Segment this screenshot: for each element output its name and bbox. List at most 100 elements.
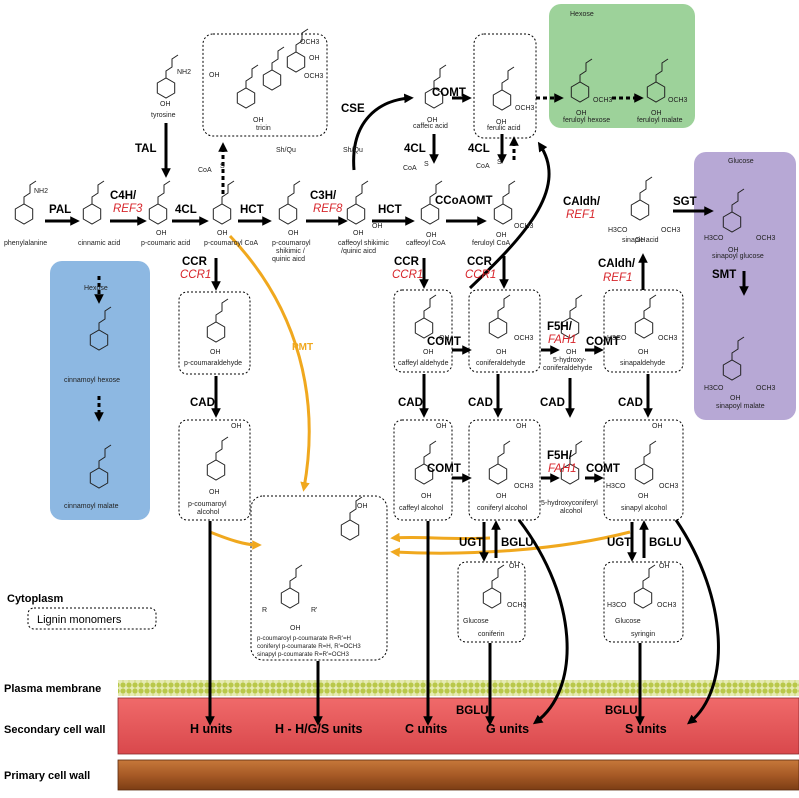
caffeyl-aldehyde-chain (423, 294, 437, 318)
enzyme-comt-d: COMT (427, 463, 461, 475)
label-sinapyl-alcohol: sinapyl alcohol (621, 505, 667, 512)
hydroxyconiferyl-alcohol-ring (560, 463, 580, 485)
sinapaldehyde-ring (634, 317, 654, 339)
atom-oh-ferulic: OH (496, 119, 507, 126)
label-hca-2: alcohol (560, 508, 583, 515)
label-caffeoyl-coa: caffeoyl CoA (406, 240, 446, 247)
atom-oh-cs2: OH (372, 223, 383, 230)
atom-oh-pcald: OH (210, 349, 221, 356)
atom-coa-3: CoA (476, 163, 490, 170)
label-sinapaldehyde: sinapaldehyde (620, 360, 665, 367)
atom-och3-sal: OCH3 (659, 483, 679, 490)
p-coumaric-acid-ring (148, 203, 168, 225)
label-feruloyl-hexose: feruloyl hexose (563, 117, 610, 124)
caffeoyl-coa-chain (429, 180, 443, 204)
tricin-box (202, 33, 328, 137)
atom-oh-cald2: OH (439, 335, 450, 342)
atom-oh-pcal-top: OH (231, 423, 242, 430)
atom-labels: NH2 NH2 OH OH OH CoA S Sh/Qu OH Sh/Qu OH… (34, 11, 776, 632)
label-hcald-1: 5-hydroxy- (553, 357, 587, 364)
label-syringin: syringin (631, 631, 655, 638)
enzyme-ccr-b: CCR (394, 256, 420, 268)
caffeic-acid-ring (424, 87, 444, 109)
enzyme-sgt: SGT (673, 196, 697, 208)
label-coniferin: coniferin (478, 631, 505, 638)
label-phenylalanine: phenylalanine (4, 240, 47, 247)
p-coumaroyl-coa-chain (221, 180, 235, 204)
enzyme-hct-a: HCT (240, 204, 264, 216)
atom-shqu-1: Sh/Qu (276, 147, 296, 154)
tyrosine-chain (165, 54, 179, 78)
sinapoyl-malate-chain (731, 336, 745, 360)
gene-fah1-a: FAH1 (548, 334, 577, 346)
label-hcald-2: coniferaldehyde (543, 365, 593, 372)
atom-shqu-2: Sh/Qu (343, 147, 363, 154)
atom-och3-conal: OCH3 (514, 483, 534, 490)
tricin-b-ring (262, 69, 282, 91)
ferulic-acid-box (473, 33, 537, 139)
label-coniferyl-alcohol: coniferyl alcohol (477, 505, 528, 512)
unit-g: G units (486, 722, 529, 736)
coniferaldehyde-chain (497, 294, 511, 318)
caffeyl-alcohol-box (393, 419, 453, 521)
enzyme-cad-c: CAD (468, 397, 493, 409)
label-feruloyl-coa: feruloyl CoA (472, 240, 510, 247)
pmt-arrow (228, 234, 311, 492)
enzyme-comt-c: COMT (586, 336, 620, 348)
conjugate-monolignol-chain (289, 564, 303, 588)
atom-oh-conj: OH (357, 503, 368, 510)
label-tricin: tricin (256, 125, 271, 132)
ferulic-acid-chain (501, 66, 515, 90)
atom-oh-cs: OH (353, 230, 364, 237)
molecule-skeletons (14, 28, 745, 609)
ferulic-acid-ring (492, 89, 512, 111)
atom-och3-sa: OCH3 (661, 227, 681, 234)
enzyme-cad-d: CAD (540, 397, 565, 409)
atom-oh-conal-top: OH (516, 423, 527, 430)
p-coumaroyl-shikimate-chain (287, 180, 301, 204)
cinnamoyl-hexose-chain (98, 306, 112, 330)
atom-oh-pca: OH (156, 230, 167, 237)
atom-glucose-coniferin: Glucose (463, 618, 489, 625)
atom-oh-cald: OH (423, 349, 434, 356)
atom-oh-conal: OH (496, 493, 507, 500)
gene-ref1-a: REF1 (566, 209, 595, 221)
legend-lignin-monomers: Lignin monomers (37, 614, 122, 626)
enzyme-bglu-a: BGLU (501, 537, 534, 549)
sinapaldehyde-chain (643, 294, 657, 318)
atom-nh2-tyr: NH2 (177, 69, 191, 76)
atom-hexose-ch: Hexose (84, 285, 108, 292)
p-coumarate-conjugate-box (250, 495, 388, 661)
orange-arrow-s (390, 530, 631, 558)
compound-labels: phenylalanine cinnamic acid p-coumaric a… (4, 112, 765, 658)
coniferaldehyde-ring (488, 317, 508, 339)
atom-oh-caffeic: OH (427, 117, 438, 124)
label-hca-1: 5-hydroxyconiferyl (541, 500, 598, 507)
label-caffeyl-aldehyde: caffeyl aldehyde (398, 360, 449, 367)
atom-oh-conj2: OH (290, 625, 301, 632)
enzyme-cad-b: CAD (398, 397, 423, 409)
enzyme-ccoaomt: CCoAOMT (435, 195, 493, 207)
label-sinapoyl-malate: sinapoyl malate (716, 403, 765, 410)
caffeoyl-shikimate-chain (355, 180, 369, 204)
phenylalanine-chain (23, 180, 37, 204)
enzyme-smt: SMT (712, 269, 736, 281)
atom-och3-coniferin: OCH3 (507, 602, 527, 609)
legend-box (27, 607, 157, 630)
atom-h3co-syringin: H3CO (607, 602, 627, 609)
gene-fah1-b: FAH1 (548, 463, 577, 475)
atom-h3co-sm: H3CO (704, 385, 724, 392)
atom-och3-fh: OCH3 (593, 97, 613, 104)
gene-ref8: REF8 (313, 203, 343, 215)
unit-hgs: H - H/G/S units (275, 722, 363, 736)
atom-oh-hcald: OH (566, 349, 577, 356)
label-cinnamoyl-malate: cinnamoyl malate (64, 503, 119, 510)
atom-h3co-sal: H3CO (606, 483, 626, 490)
label-tyrosine: tyrosine (151, 112, 176, 119)
label-pcs-3: quinic aicd (272, 256, 305, 263)
enzyme-ccr-a: CCR (182, 256, 208, 268)
cinnamoyl-malate-chain (98, 444, 112, 468)
atom-oh-coniferin: OH (509, 563, 520, 570)
sinapoyl-glucose-chain (731, 188, 745, 212)
